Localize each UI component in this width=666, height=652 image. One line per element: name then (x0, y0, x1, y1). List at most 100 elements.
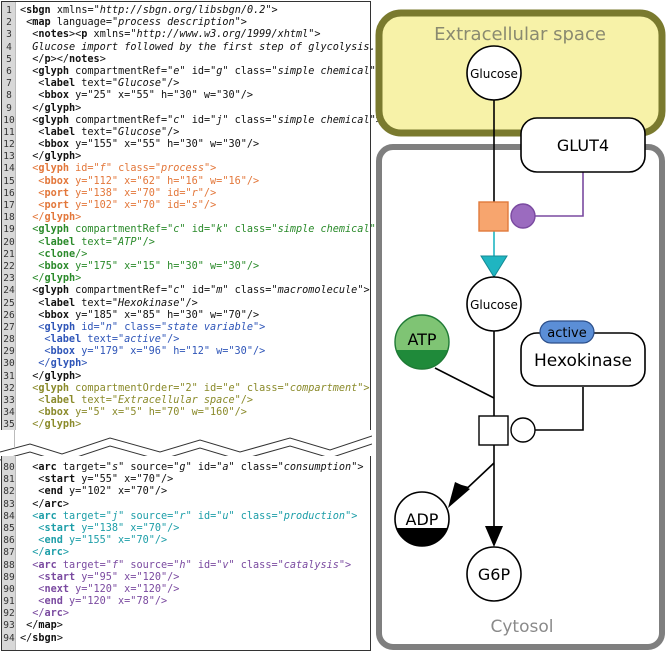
code-panel-bottom: 80<arc target="s" source="g" id="a" clas… (1, 456, 371, 651)
code-token: </ (32, 212, 45, 224)
code-token: " id=" (185, 559, 223, 571)
code-token: http://www.w3.org/1999/xhtml (136, 29, 309, 41)
node-adp[interactable]: ADP (394, 491, 450, 548)
code-line: 5</p></notes> (2, 54, 370, 66)
line-number: 32 (3, 382, 15, 394)
code-token: glyph (44, 212, 76, 224)
code-token: " class=" (228, 559, 284, 571)
code-token: < (32, 382, 39, 394)
code-text: <arc target="s" source="g" id="a" class=… (32, 462, 363, 474)
code-token: y="120" x="120"/> (68, 583, 180, 595)
code-line: 23</glyph> (2, 273, 370, 285)
process-node-phosphorylation[interactable] (478, 415, 509, 446)
node-label: ADP (406, 510, 439, 529)
code-token: " class=" (111, 321, 168, 333)
code-token: < (38, 187, 45, 199)
line-number: 11 (3, 126, 15, 138)
code-token: </ (32, 102, 45, 114)
code-text: </arc> (32, 608, 69, 620)
code-text: <bbox y="175" x="15" h="30" w="30"/> (38, 261, 259, 273)
code-token: "> (265, 5, 278, 16)
node-label: ATP (407, 330, 436, 349)
line-number: 3 (6, 29, 12, 41)
code-token: < (38, 297, 45, 309)
process-node-transport[interactable] (478, 201, 509, 232)
code-text: <end y="155" x="70"/> (38, 535, 167, 547)
code-token: > (56, 632, 63, 644)
code-line: 26<bbox y="185" x="85" h="30" w="70"/> (2, 310, 370, 322)
code-token: k (216, 224, 223, 236)
line-number: 83 (3, 498, 15, 510)
code-token: < (38, 583, 45, 595)
node-glut4[interactable]: GLUT4 (520, 117, 646, 173)
code-token: > (75, 151, 82, 163)
code-token: start (44, 571, 76, 583)
code-token: bbox (44, 260, 69, 272)
line-number: 18 (3, 212, 15, 224)
code-token: y="155" x="55" h="30" w="30"/> (68, 139, 260, 151)
line-number: 92 (3, 608, 15, 620)
state-variable-active: active (539, 320, 595, 344)
code-line: 86<end y="155" x="70"/> (2, 535, 370, 547)
code-text: <bbox y="155" x="55" h="30" w="30"/> (38, 139, 259, 151)
code-line: 11<label text="Glucose"/> (2, 127, 370, 139)
compartment-label-extracellular: Extracellular space (434, 24, 606, 45)
code-text: <start y="55" x="70"/> (38, 474, 173, 486)
code-token: start (44, 522, 76, 534)
code-token: p (44, 53, 51, 65)
code-token: label (44, 297, 76, 309)
line-number: 13 (3, 151, 15, 163)
code-token: active (124, 334, 161, 346)
code-token: > (75, 212, 82, 224)
code-token: "/> (136, 236, 155, 248)
code-token: "> (203, 163, 217, 175)
line-number: 8 (6, 90, 12, 102)
line-number: 25 (3, 297, 15, 309)
code-text: </sbgn> (20, 633, 63, 645)
code-token: e (228, 382, 235, 394)
code-token: y="155" x="70"/> (62, 535, 168, 547)
code-text: Glucose import followed by the first ste… (32, 42, 375, 54)
code-token: < (38, 321, 45, 333)
code-token: < (38, 175, 45, 187)
code-text: <bbox y="179" x="96" h="12" w="30"/> (44, 346, 265, 358)
code-token: > (62, 498, 70, 510)
code-text: </arc> (32, 499, 69, 511)
code-token: g (216, 65, 223, 77)
node-glucose-extracellular[interactable]: Glucose (466, 45, 522, 101)
code-token: "> (369, 224, 382, 236)
code-token: p (81, 29, 88, 41)
node-glucose-cytosol[interactable]: Glucose (466, 276, 522, 332)
node-g6p[interactable]: G6P (466, 546, 522, 602)
code-token: " class=" (228, 462, 284, 473)
code-token: j (111, 510, 119, 522)
production-arrowhead (480, 255, 508, 278)
code-text: <clone/> (38, 249, 87, 261)
code-text: </arc> (32, 547, 69, 559)
code-token: bbox (44, 175, 69, 187)
node-hexokinase[interactable]: Hexokinase (520, 332, 646, 387)
code-line: 84<arc target="j" source="r" id="u" clas… (2, 511, 370, 523)
code-token: "/> (160, 126, 180, 138)
code-token: < (38, 596, 45, 608)
code-token: > (56, 620, 63, 632)
code-token: Glucose import followed by the first ste… (32, 41, 376, 53)
code-token: bbox (44, 309, 69, 321)
line-number: 21 (3, 248, 15, 260)
code-token: label (50, 334, 82, 346)
node-atp[interactable]: ATP (394, 314, 450, 372)
code-token: j (216, 114, 223, 126)
line-number: 20 (3, 236, 15, 248)
code-token: " class=" (234, 382, 290, 394)
code-token: c (173, 114, 180, 126)
code-token: end (44, 596, 63, 608)
code-token: c (173, 224, 180, 236)
code-token: map (38, 620, 57, 632)
code-token: < (38, 236, 45, 248)
code-token: < (32, 462, 39, 473)
code-text: <bbox y="5" x="5" h="70" w="160"/> (38, 407, 247, 419)
code-token: < (38, 486, 45, 498)
code-line: 21 <clone/> (2, 249, 370, 261)
code-text: <glyph compartmentRef="c" id="j" class="… (32, 115, 382, 127)
